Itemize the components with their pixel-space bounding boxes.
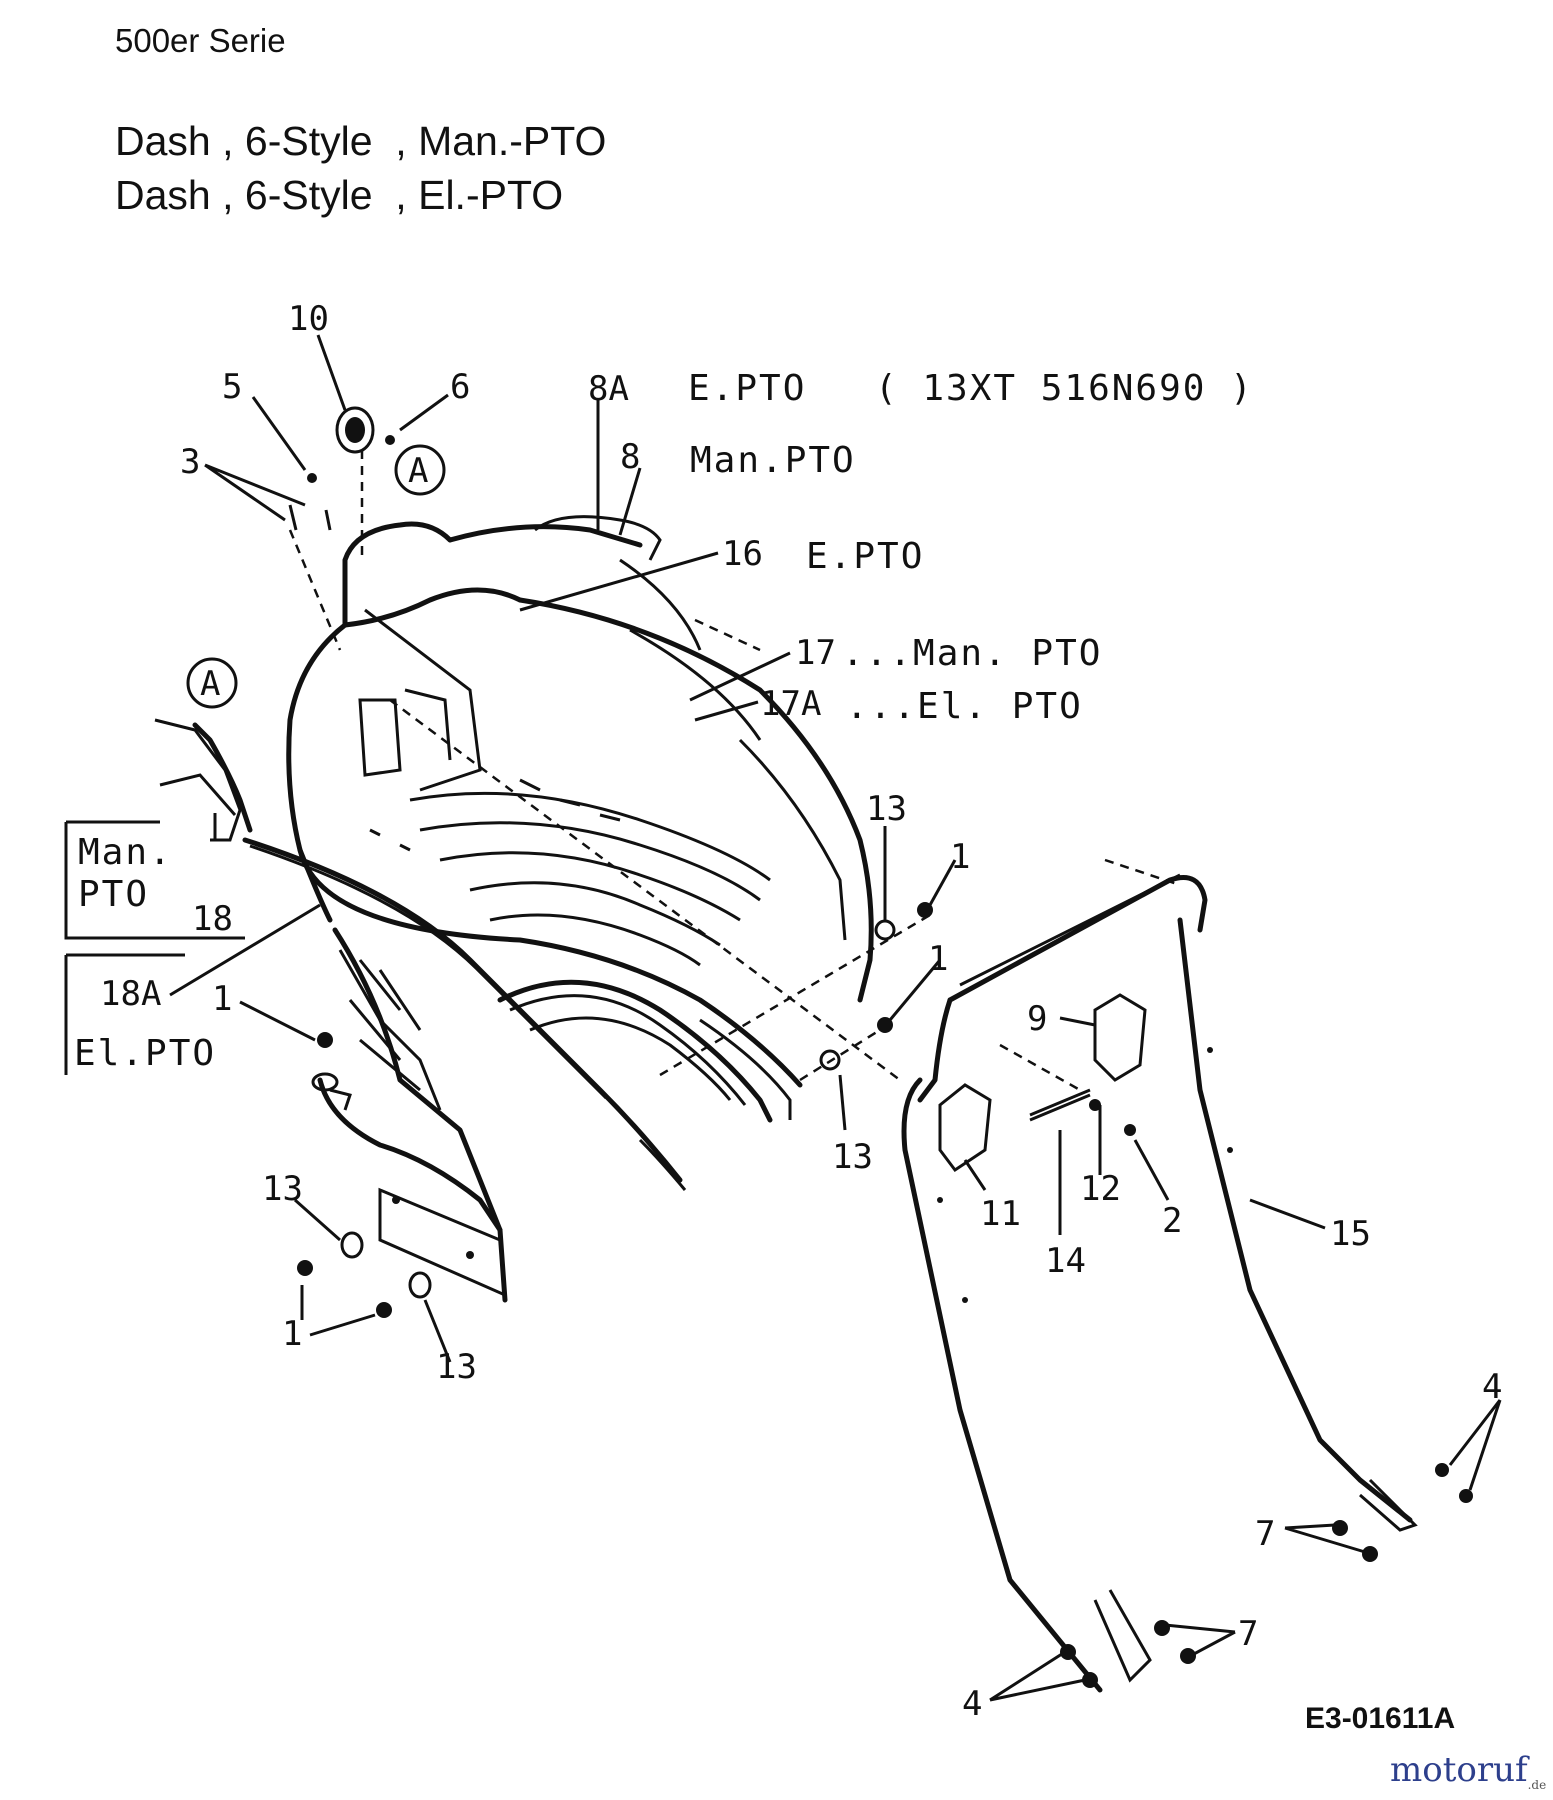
detail-marker-a: A — [408, 451, 428, 491]
variant-el-pto: Dash , 6-Style , El.-PTO — [115, 172, 563, 219]
detail-marker-a: A — [200, 664, 220, 704]
callout-17: 17 — [795, 633, 836, 673]
legend-17a-label: ...El. PTO — [846, 686, 1083, 727]
callout-11: 11 — [980, 1194, 1021, 1234]
pto-cable-part — [154, 718, 687, 1191]
separator: , — [210, 118, 245, 164]
callout-13: 13 — [436, 1347, 477, 1387]
leader-lines — [169, 334, 1502, 1702]
callout-7: 7 — [1238, 1614, 1258, 1654]
watermark-text: motoruf — [1390, 1750, 1528, 1790]
legend-17-label: ...Man. PTO — [842, 633, 1102, 674]
legend-8a-model: ( 13XT 516N690 ) — [875, 368, 1254, 409]
callout-14: 14 — [1045, 1241, 1086, 1281]
assembly-lines — [288, 450, 1181, 1092]
separator: , — [210, 172, 245, 218]
callout-1: 1 — [928, 939, 948, 979]
callout-9: 9 — [1027, 999, 1047, 1039]
variant-style: 6-Style — [244, 118, 373, 164]
callout-13: 13 — [262, 1169, 303, 1209]
ignition-switch-part — [288, 406, 395, 531]
watermark-logo: motoruf.de — [1390, 1750, 1546, 1792]
variant-part-a: Dash — [115, 172, 211, 218]
callout-6: 6 — [450, 367, 470, 407]
callout-1: 1 — [950, 837, 970, 877]
variant-box-man-pto: Man. PTO — [64, 820, 245, 940]
variant-part-a: Dash — [115, 118, 211, 164]
callout-18: 18 — [192, 899, 233, 939]
box-man-line2: PTO — [78, 874, 149, 915]
callout-4: 4 — [1482, 1367, 1502, 1407]
box-el-line2: El.PTO — [74, 1033, 216, 1074]
side-bracket-part — [317, 927, 508, 1303]
callout-labels: 10 5 6 3 A 8A 8 16 17 17A 13 1 18 18A 1 … — [100, 299, 1502, 1724]
callout-15: 15 — [1330, 1214, 1371, 1254]
variant-pto: Man.-PTO — [418, 118, 607, 164]
callout-18a: 18A — [100, 974, 161, 1014]
fasteners — [297, 902, 1473, 1688]
variant-style: 6-Style — [244, 172, 373, 218]
detail-marker-a-circle — [186, 657, 238, 709]
callout-13: 13 — [832, 1137, 873, 1177]
pto-switch-bracket-part — [938, 993, 1147, 1173]
legend-8-label: Man.PTO — [690, 440, 856, 481]
pto-legend: E.PTO ( 13XT 516N690 ) Man.PTO E.PTO ...… — [688, 368, 1254, 727]
separator: , — [372, 118, 419, 164]
legend-8a-label: E.PTO — [688, 368, 806, 409]
callout-10: 10 — [288, 299, 329, 339]
callout-4: 4 — [962, 1684, 982, 1724]
support-frame-part — [901, 873, 1418, 1693]
callout-7: 7 — [1255, 1514, 1275, 1554]
series-title: 500er Serie — [115, 22, 286, 59]
callout-5: 5 — [222, 367, 242, 407]
watermark-suffix: .de — [1527, 1777, 1547, 1792]
callout-8a: 8A — [588, 369, 629, 409]
callout-12: 12 — [1080, 1169, 1121, 1209]
callout-3: 3 — [180, 442, 200, 482]
legend-16-label: E.PTO — [806, 536, 924, 577]
callout-16: 16 — [722, 534, 763, 574]
variant-man-pto: Dash , 6-Style , Man.-PTO — [115, 118, 606, 165]
detail-marker-a-circle — [394, 444, 446, 496]
callout-13: 13 — [866, 789, 907, 829]
dash-panel — [286, 515, 874, 1123]
separator: , — [372, 172, 419, 218]
callout-8: 8 — [620, 437, 640, 477]
callout-1: 1 — [282, 1314, 302, 1354]
callout-1: 1 — [212, 979, 232, 1019]
drawing-number: E3-01611A — [1305, 1702, 1456, 1735]
callout-2: 2 — [1162, 1201, 1182, 1241]
variant-pto: El.-PTO — [418, 172, 564, 218]
variant-box-el-pto: El.PTO — [64, 953, 216, 1075]
callout-17a: 17A — [760, 684, 821, 724]
box-man-line1: Man. — [78, 832, 173, 873]
